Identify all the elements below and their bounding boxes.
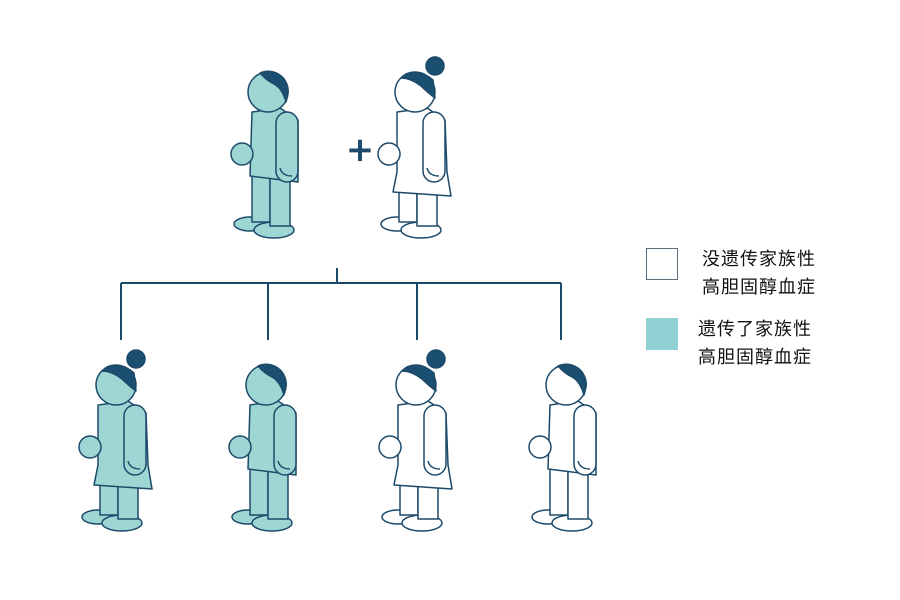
plus-sign: + xyxy=(346,130,375,170)
legend-line: 高胆固醇血症 xyxy=(698,347,812,368)
legend-affected: 遗传了家族性 高胆固醇血症 xyxy=(646,316,812,372)
child-3-female-figure xyxy=(378,349,453,532)
parent-male-figure xyxy=(230,70,299,239)
child-1-female-figure xyxy=(78,349,153,532)
legend-unaffected: 没遗传家族性 高胆固醇血症 xyxy=(646,246,816,302)
legend-label-unaffected: 没遗传家族性 高胆固醇血症 xyxy=(702,246,816,302)
legend-swatch-unaffected xyxy=(646,248,678,280)
legend-line: 没遗传家族性 xyxy=(702,249,816,270)
child-4-male-figure xyxy=(528,363,597,532)
legend-line: 高胆固醇血症 xyxy=(702,277,816,298)
tree-lines xyxy=(120,268,562,340)
legend-label-affected: 遗传了家族性 高胆固醇血症 xyxy=(698,316,812,372)
legend-swatch-affected xyxy=(646,318,678,350)
parent-female-figure xyxy=(377,56,452,239)
legend-line: 遗传了家族性 xyxy=(698,319,812,340)
child-2-male-figure xyxy=(228,363,297,532)
